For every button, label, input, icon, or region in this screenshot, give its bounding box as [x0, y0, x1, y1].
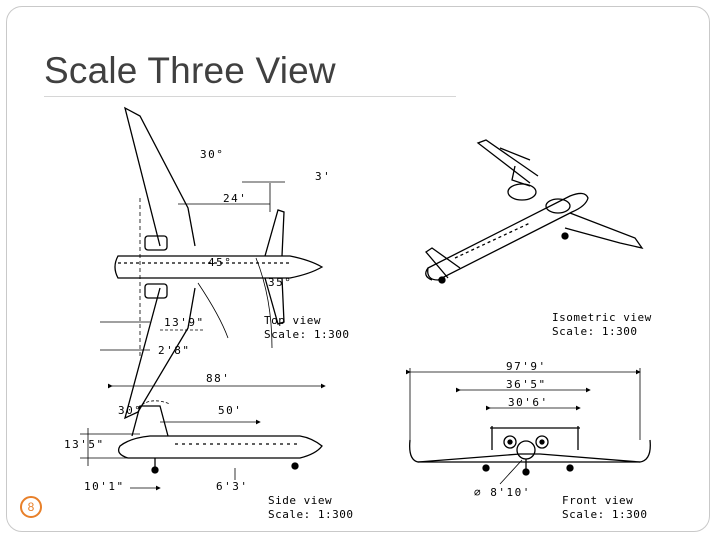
side-view-label: Side view — [268, 494, 332, 507]
front-view-label: Front view — [562, 494, 633, 507]
top-dim-sweep-35: 35° — [268, 276, 292, 289]
isometric-view — [425, 139, 644, 284]
top-dim-24ft: 24' — [223, 192, 247, 205]
front-view-scale: Scale: 1:300 — [562, 508, 647, 521]
top-dim-sweep-45: 45° — [208, 256, 232, 269]
side-dim-sweep-30: 30° — [118, 404, 142, 417]
side-view-scale: Scale: 1:300 — [268, 508, 353, 521]
top-dim-3ft: 3' — [315, 170, 331, 183]
top-dim-sweep-30: 30° — [200, 148, 224, 161]
top-view-scale: Scale: 1:300 — [264, 328, 349, 341]
isometric-view-label: Isometric view — [552, 311, 652, 324]
front-view — [406, 368, 651, 485]
page-number-badge: 8 — [20, 496, 42, 518]
slide-title: Scale Three View — [44, 50, 336, 91]
side-dim-6-3: 6'3' — [216, 480, 249, 493]
side-dim-10-1: 10'1" — [84, 480, 125, 493]
front-dim-97-9: 97'9' — [506, 360, 547, 373]
side-dim-13-5: 13'5" — [64, 438, 105, 451]
side-dim-88ft: 88' — [206, 372, 230, 385]
isometric-view-scale: Scale: 1:300 — [552, 325, 637, 338]
side-dim-50ft: 50' — [218, 404, 242, 417]
top-dim-13-9: 13'9" — [164, 316, 205, 329]
top-view-label: Top view — [264, 314, 321, 327]
three-view-drawing: 30° 3' 24' 45° 35° 13'9" 2'8" Top view S… — [60, 88, 660, 528]
front-dim-30-6: 30'6' — [508, 396, 549, 409]
front-dim-36-5: 36'5" — [506, 378, 547, 391]
side-view — [80, 383, 326, 491]
front-dim-diameter: ∅ 8'10' — [474, 486, 531, 499]
title-divider — [44, 96, 456, 97]
top-dim-2-8: 2'8" — [158, 344, 191, 357]
